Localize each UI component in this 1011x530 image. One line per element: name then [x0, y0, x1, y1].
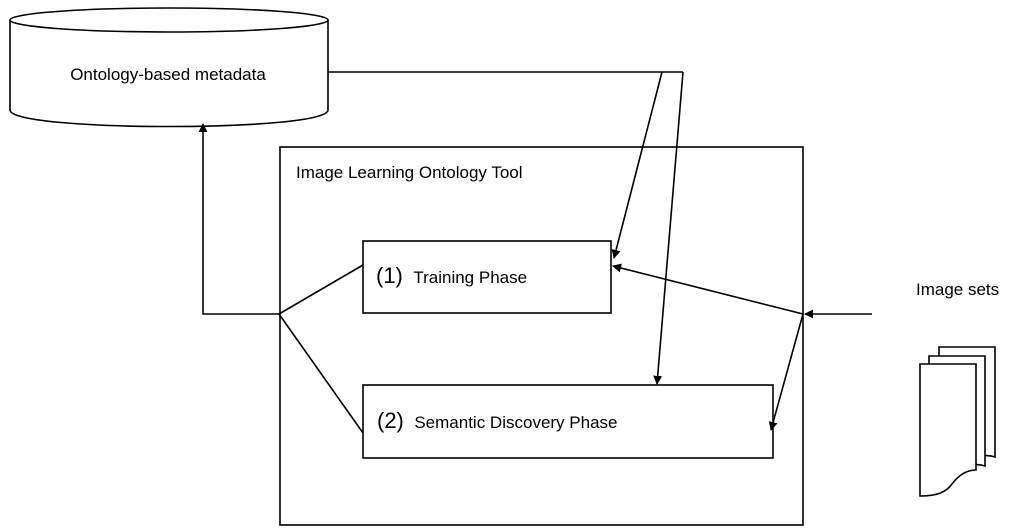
discovery-to-junction-line	[278, 313, 364, 434]
training-phase-label: (1) Training Phase	[376, 263, 527, 288]
database-label: Ontology-based metadata	[70, 65, 266, 84]
training-phase-name: Training Phase	[413, 268, 527, 287]
image-connectors	[612, 263, 872, 431]
junction-to-database-arrow	[198, 123, 279, 315]
tool-label: Image Learning Ontology Tool	[296, 163, 523, 182]
feedback-connectors	[198, 123, 364, 434]
tool-box: Image Learning Ontology Tool	[279, 146, 804, 526]
metadata-to-training-arrow	[611, 71, 663, 259]
discovery-phase-number: (2)	[377, 408, 404, 433]
metadata-database: Ontology-based metadata	[9, 7, 329, 128]
metadata-connectors	[328, 71, 684, 385]
training-to-junction-line	[278, 264, 364, 315]
discovery-phase-label: (2) Semantic Discovery Phase	[377, 408, 617, 433]
image-sets-label: Image sets	[916, 280, 999, 299]
training-phase-number: (1)	[376, 263, 403, 288]
images-to-training-arrow	[612, 263, 804, 315]
metadata-to-discovery-arrow	[653, 71, 684, 385]
discovery-phase-name: Semantic Discovery Phase	[414, 413, 617, 432]
training-phase-box: (1) Training Phase	[362, 240, 612, 314]
discovery-phase-box: (2) Semantic Discovery Phase	[362, 384, 774, 459]
document-stack-icon	[919, 346, 996, 497]
images-to-discovery-arrow	[768, 313, 804, 431]
